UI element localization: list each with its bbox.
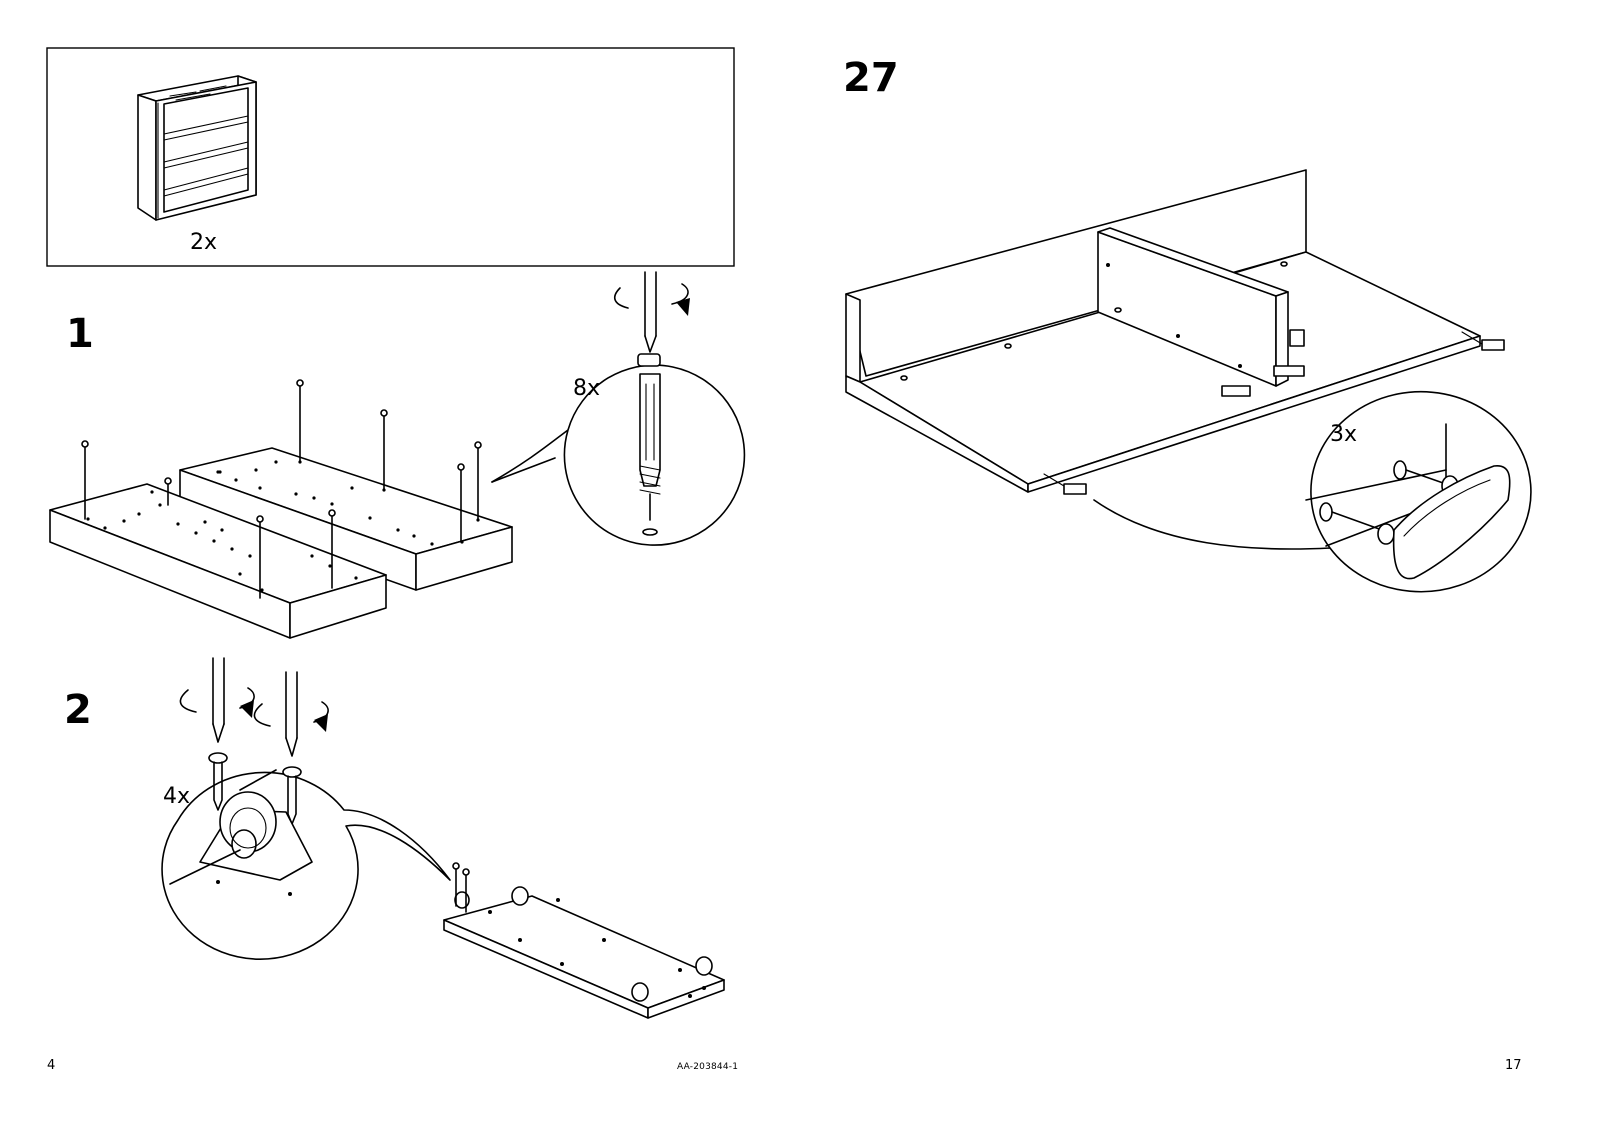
right-page-number: 17 <box>1505 1058 1522 1073</box>
step2-base-panel-illustration <box>444 863 724 1018</box>
step1-panels-illustration <box>50 448 512 638</box>
step27-number: 27 <box>843 58 899 98</box>
step2-detail-callout <box>162 658 450 959</box>
bookcase-illustration <box>138 76 256 220</box>
overview-quantity: 2x <box>190 232 217 254</box>
step1-number: 1 <box>66 314 94 354</box>
step1-detail-callout <box>492 272 744 545</box>
step27-cabinet-illustration <box>846 170 1504 494</box>
step2-number: 2 <box>64 690 92 730</box>
step1-quantity: 8x <box>573 378 600 400</box>
step27-quantity: 3x <box>1330 424 1357 446</box>
left-page-number: 4 <box>47 1058 55 1073</box>
document-id: AA-203844-1 <box>677 1062 738 1072</box>
step2-quantity: 4x <box>163 786 190 808</box>
